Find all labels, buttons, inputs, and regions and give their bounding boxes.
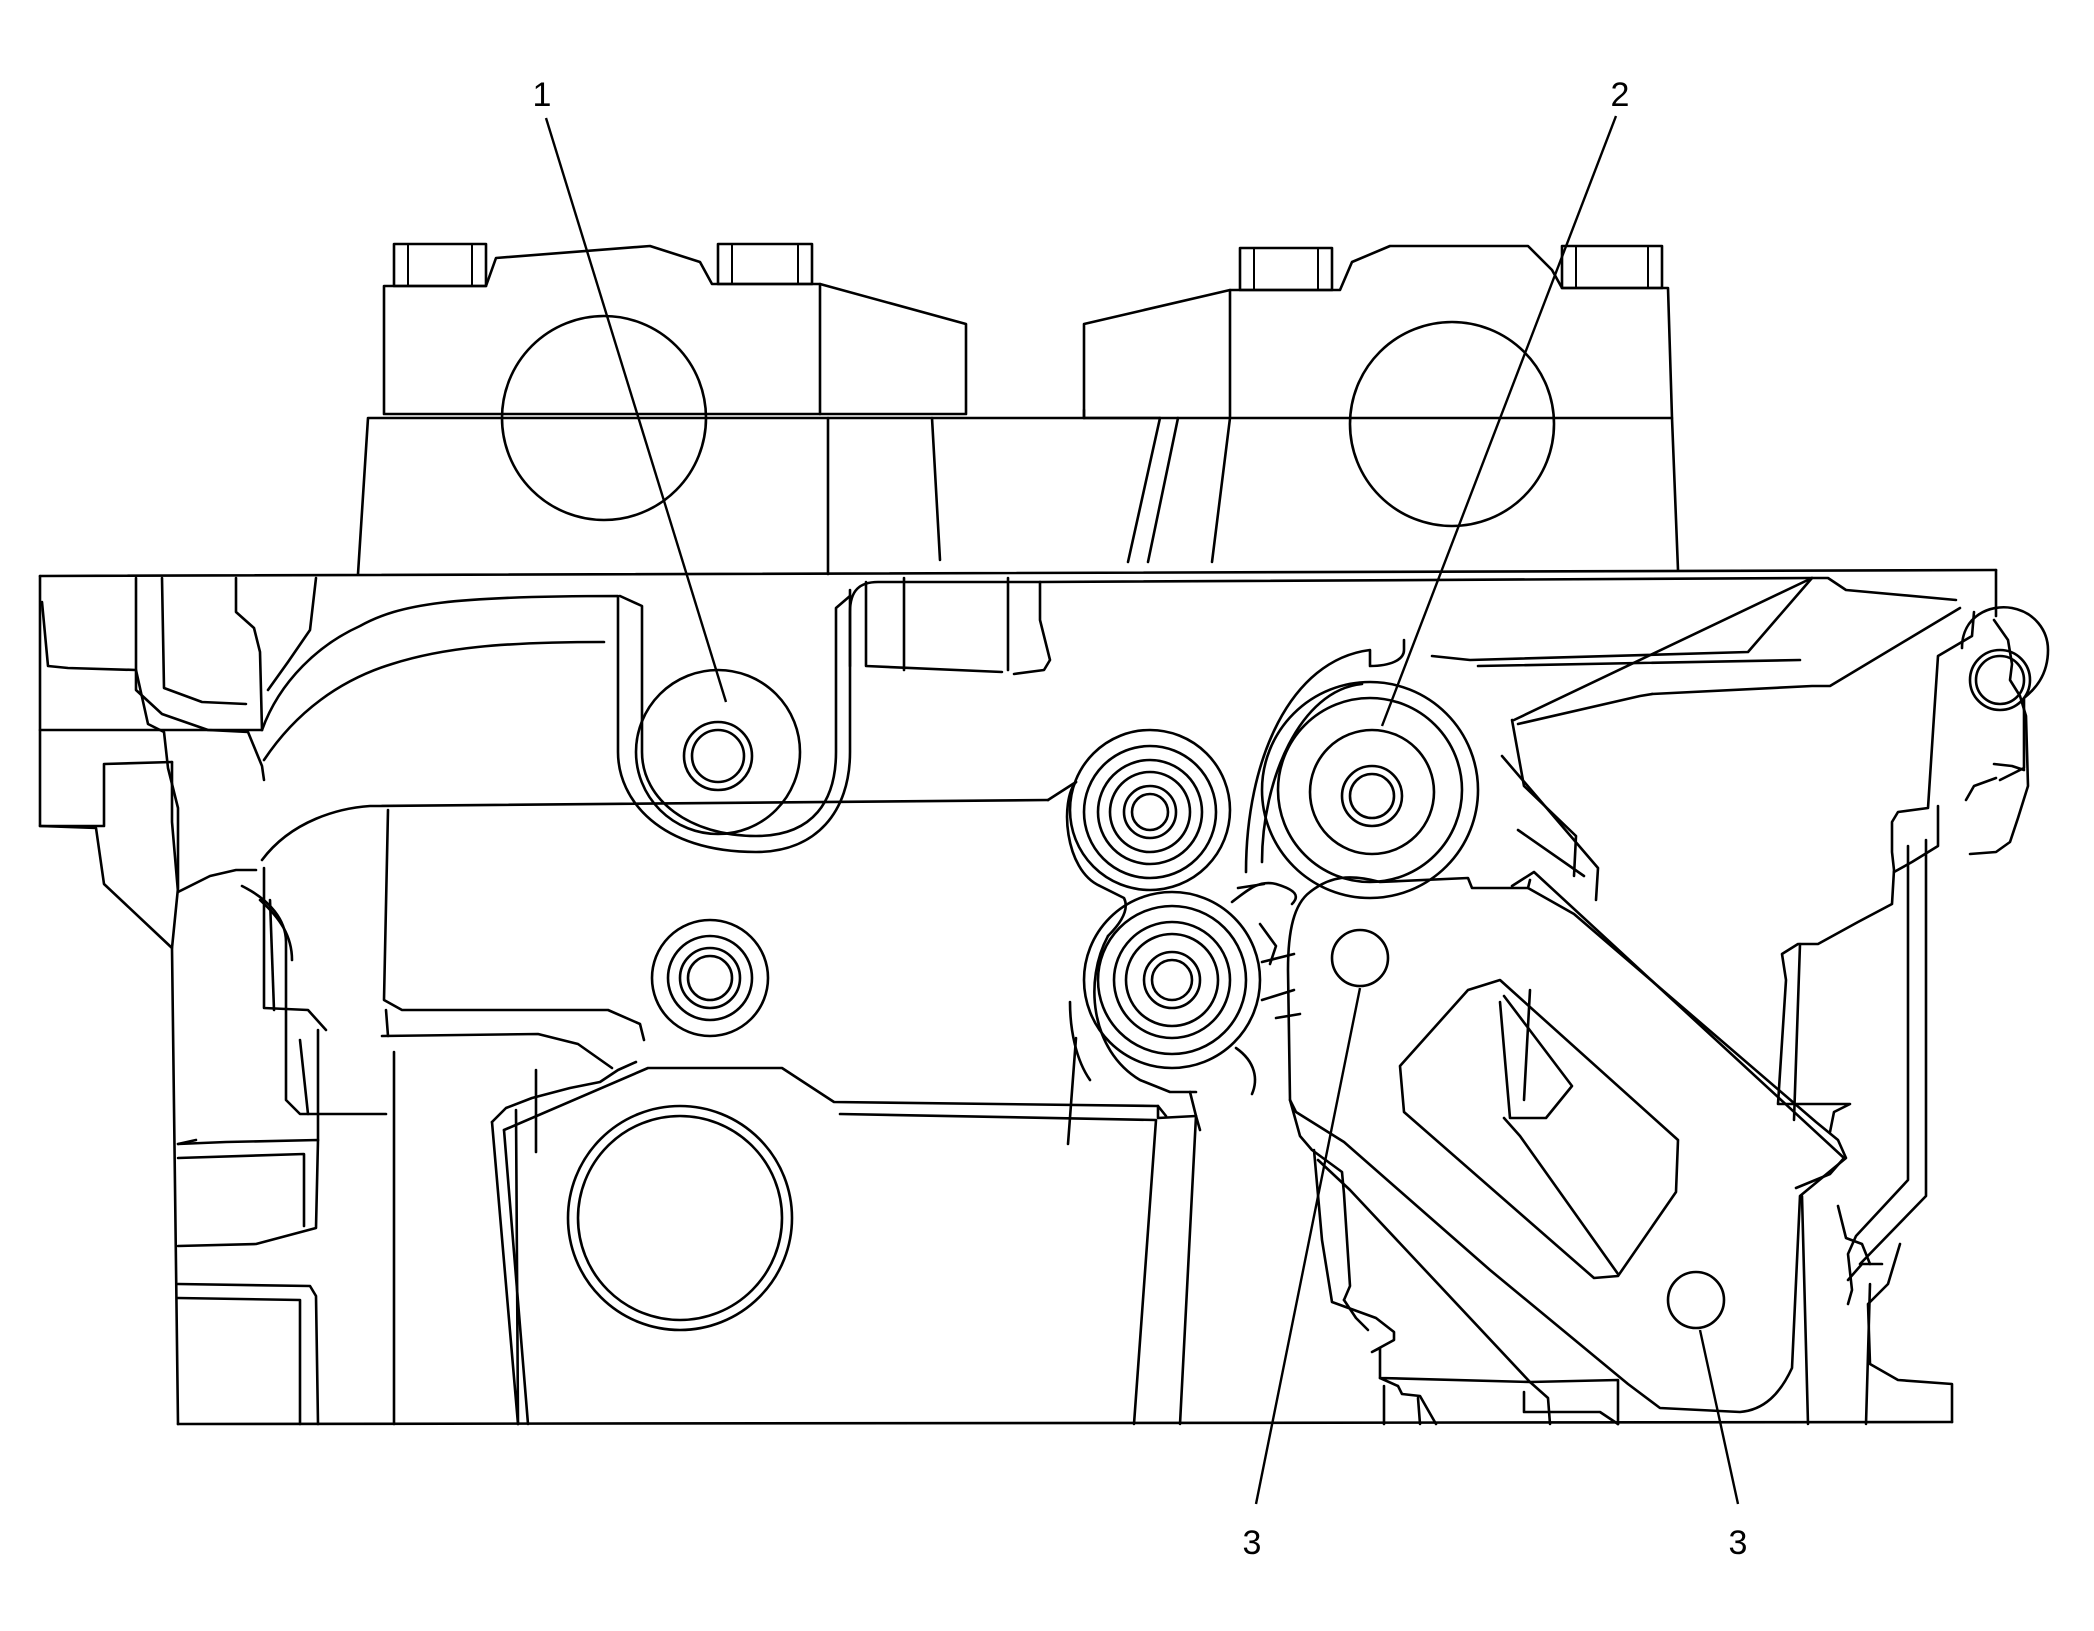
callout-3-left: 3	[1243, 1524, 1262, 1562]
camshaft-cap-right	[930, 244, 1680, 572]
small-tube-left	[650, 918, 770, 1038]
lower-right-details	[1288, 1098, 1620, 1426]
head-deck-face	[38, 568, 1998, 1426]
leader-3a	[1254, 987, 1362, 1505]
injector-boss-lower	[1066, 881, 1302, 1146]
leader-lines	[544, 115, 1740, 1505]
callout-1: 1	[533, 76, 552, 114]
bolt-hole-3b	[1666, 1270, 1726, 1330]
right-casting-detail	[1500, 576, 2030, 1426]
lower-intake-port	[490, 1060, 1198, 1426]
leader-1	[544, 117, 728, 703]
leader-2	[1380, 115, 1618, 727]
bolt-hole-2	[1244, 576, 1814, 900]
leader-3b	[1698, 1329, 1740, 1505]
callout-3-right: 3	[1729, 1524, 1748, 1562]
bolt-hole-3a	[1330, 928, 1390, 988]
callout-2: 2	[1611, 76, 1630, 114]
injector-boss-upper	[1065, 728, 1232, 938]
callout-labels: 1 2 3 3	[533, 76, 1748, 1562]
camshaft-cap-left	[356, 242, 968, 576]
right-flange-plate	[1286, 870, 1848, 1414]
bolt-hole-1	[634, 668, 802, 836]
lifting-eye	[1960, 605, 2050, 782]
